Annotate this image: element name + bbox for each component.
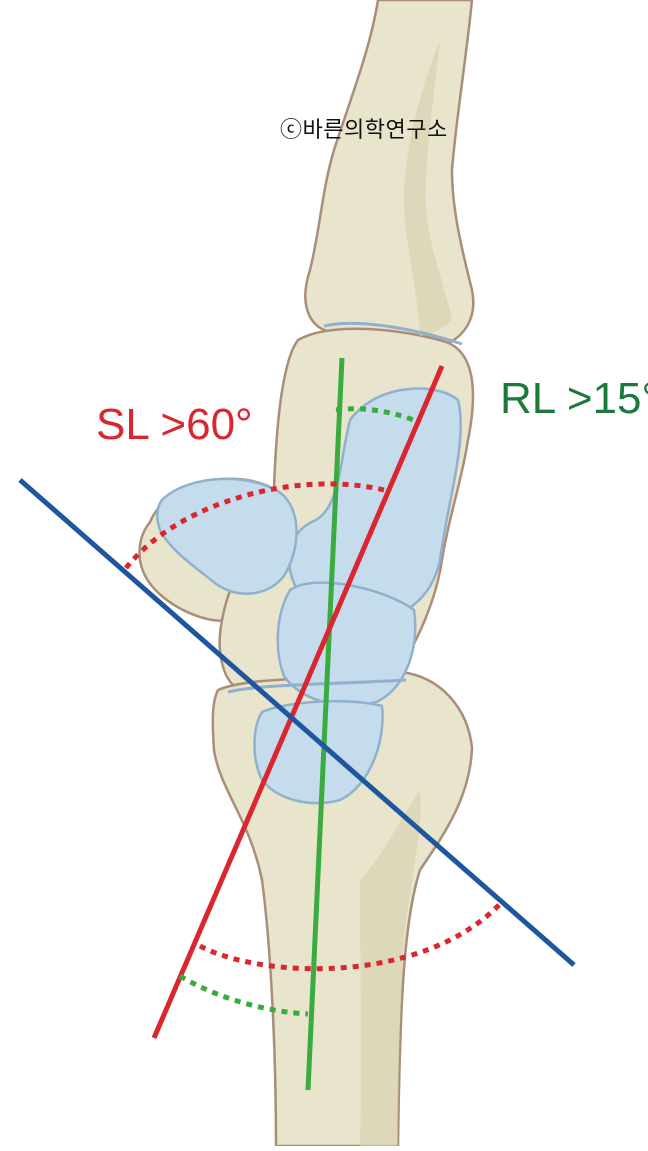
metacarpal-shade <box>404 40 452 336</box>
copyright-text: ⓒ바른의학연구소 <box>280 118 448 143</box>
rl-angle-arc-lower <box>178 973 309 1017</box>
lunate-axis-line <box>18 478 576 967</box>
lunate-cartilage <box>276 581 417 707</box>
joint-line <box>323 321 463 346</box>
rl-angle-label: RL >15° <box>500 374 648 423</box>
radius-shade <box>360 790 421 1146</box>
metacarpal-bone <box>304 0 475 348</box>
pisiform-cartilage <box>156 477 298 595</box>
sl-angle-label: SL >60° <box>96 400 253 449</box>
angle-arcs <box>124 406 502 1017</box>
rl-angle-arc-upper <box>335 406 420 425</box>
sl-angle-arc-lower <box>198 902 502 972</box>
scaphoid-axis-line <box>151 365 445 1039</box>
capitate-axis-line <box>305 357 345 1091</box>
axis-lines <box>18 357 576 1091</box>
